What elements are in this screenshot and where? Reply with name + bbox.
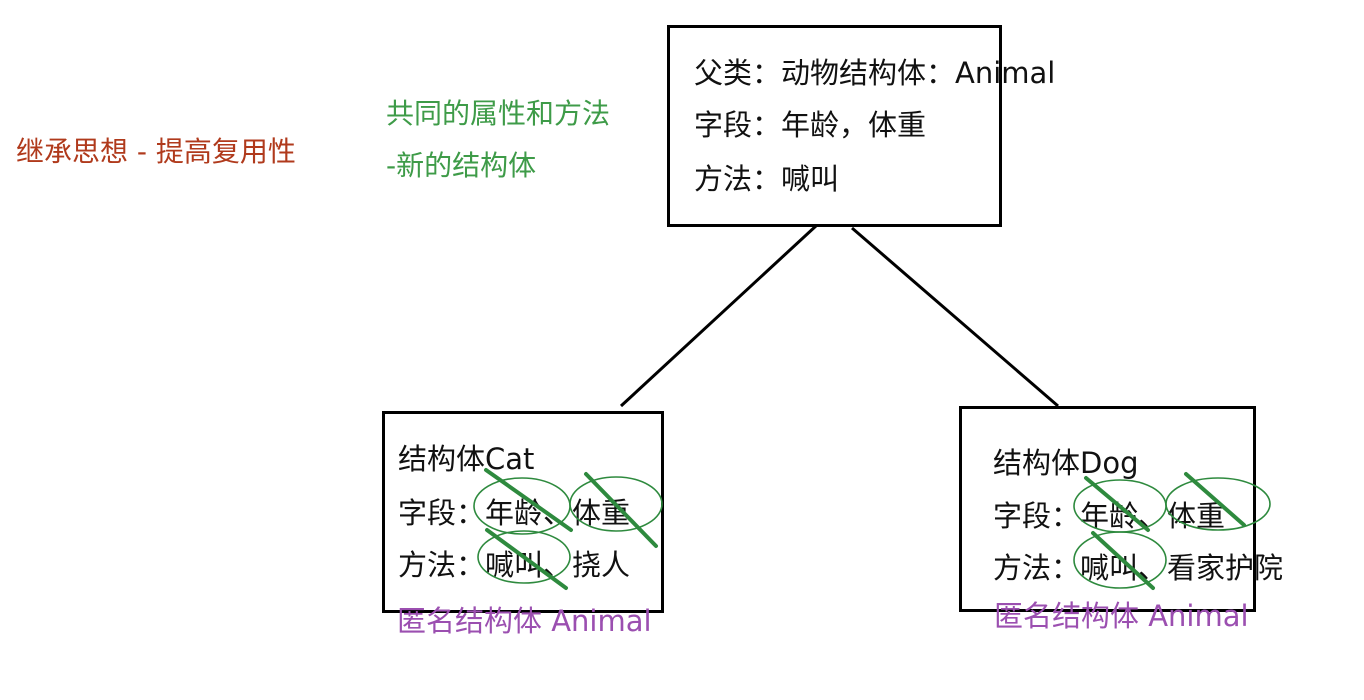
dog-fields-prefix: 字段： (993, 499, 1081, 533)
dog-anonymous-label: 匿名结构体 Animal (994, 599, 1249, 633)
inheritance-note: 继承思想 - 提高复用性 (16, 135, 296, 168)
cat-age-circle (473, 477, 571, 535)
connector-parent-dog (851, 226, 1059, 408)
parent-struct-box: 父类：动物结构体：Animal 字段：年龄，体重 方法：喊叫 (667, 25, 1055, 227)
dog-method-guard: 看家护院 (1167, 551, 1284, 585)
parent-methods: 方法：喊叫 (694, 162, 840, 196)
dog-weight-strike (1184, 472, 1246, 527)
connector-parent-cat (619, 223, 819, 408)
common-note-line2: -新的结构体 (386, 149, 537, 182)
dog-shout-strike (1091, 531, 1155, 590)
cat-shout-strike (485, 528, 568, 590)
dog-weight-circle (1165, 477, 1271, 531)
dog-methods-prefix: 方法： (993, 551, 1081, 585)
cat-methods-row: 方法：喊叫、挠人 (398, 542, 630, 584)
cat-shout-circle (477, 530, 571, 584)
cat-weight-strike (584, 472, 658, 548)
dog-title: 结构体Dog (993, 446, 1139, 480)
cat-title: 结构体Cat (398, 442, 535, 476)
parent-fields: 字段：年龄，体重 (694, 108, 927, 142)
cat-anonymous-label: 匿名结构体 Animal (397, 604, 652, 638)
cat-struct-box: 结构体Cat 字段：年龄、体重 方法：喊叫、挠人 (382, 411, 664, 613)
dog-shout-circle (1073, 531, 1167, 589)
dog-fields-row: 字段：年龄、体重 (993, 493, 1225, 535)
cat-age-strike (484, 468, 573, 532)
cat-fields-prefix: 字段： (398, 496, 486, 530)
parent-title: 父类：动物结构体：Animal (694, 56, 1056, 90)
common-note-line1: 共同的属性和方法 (386, 97, 611, 130)
cat-weight-circle (569, 476, 663, 532)
cat-methods-prefix: 方法： (398, 548, 486, 582)
cat-method-scratch: 挠人 (572, 548, 631, 582)
dog-age-strike (1084, 476, 1150, 532)
cat-field-weight: 体重 (572, 496, 631, 530)
